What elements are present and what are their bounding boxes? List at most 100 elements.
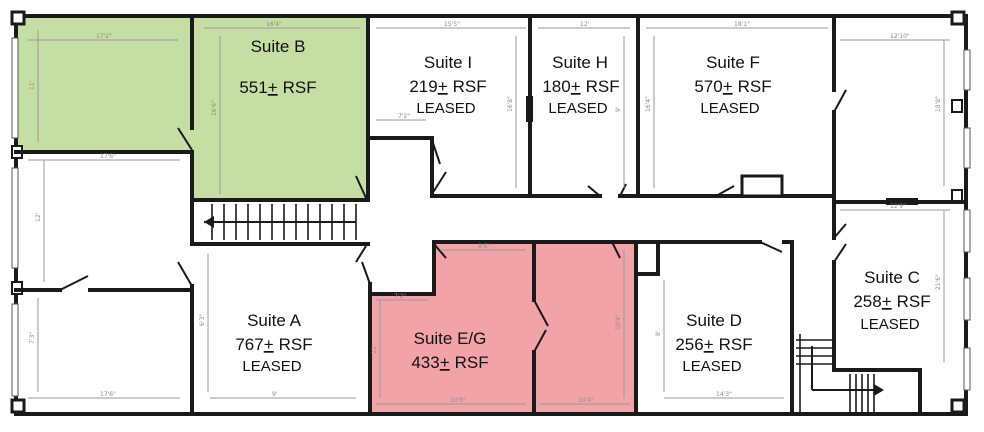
- column-right-mid1: [951, 99, 963, 113]
- suite-status: LEASED: [860, 316, 919, 333]
- corner-column-tr: [950, 10, 966, 26]
- dimension-label: 21'6": [935, 274, 942, 290]
- suite-f-label[interactable]: Suite F 570+RSF LEASED: [694, 53, 771, 117]
- dimension-label: 16'4": [645, 96, 652, 112]
- door[interactable]: [431, 171, 447, 195]
- dimension-label: 12'10": [890, 33, 910, 40]
- suite-b-label[interactable]: Suite B 551+RSF: [239, 37, 316, 97]
- door[interactable]: [433, 243, 447, 259]
- door[interactable]: [355, 245, 367, 263]
- suite-name: Suite E/G: [414, 329, 487, 348]
- dimension-label: 10'4": [578, 397, 594, 404]
- wall-block: [526, 96, 533, 122]
- dimension-label: 8'6": [478, 243, 490, 250]
- door[interactable]: [59, 275, 89, 291]
- dimension-label: 7'3": [29, 332, 36, 344]
- window-right-2: [963, 127, 971, 169]
- dimension-label: 12': [35, 212, 42, 222]
- dimension-label: 16'4": [266, 21, 282, 28]
- suite-i-label[interactable]: Suite I 219+RSF LEASED: [409, 53, 486, 117]
- suite-rsf: 256+RSF: [675, 335, 752, 354]
- dimension-label: 11': [371, 344, 378, 354]
- dimension-label: 6'3": [199, 314, 206, 326]
- suite-name: Suite C: [864, 268, 920, 287]
- dimension-label: 18'1": [734, 21, 750, 28]
- suite-rsf: 570+RSF: [694, 77, 771, 96]
- dimension-label: 10'5": [450, 397, 466, 404]
- suite-b-area-main[interactable]: [192, 18, 368, 200]
- suite-c-label[interactable]: Suite C 258+RSF LEASED: [853, 268, 930, 333]
- corner-column-bl: [10, 398, 26, 414]
- door[interactable]: [533, 329, 547, 353]
- suite-eg-label[interactable]: Suite E/G 433+RSF: [411, 329, 488, 372]
- dimension-label: 16'8": [507, 96, 514, 112]
- suite-rsf: 180+RSF: [542, 77, 619, 96]
- suite-h-label[interactable]: Suite H 180+RSF LEASED: [542, 53, 619, 117]
- dimension-label: 14'3": [716, 391, 732, 398]
- dimension-label: 7'2": [394, 293, 406, 300]
- wall-block: [886, 198, 918, 205]
- dimension-label: 17'6": [100, 153, 116, 160]
- window-right-3: [963, 209, 971, 253]
- suite-rsf: 767+RSF: [235, 335, 312, 354]
- door[interactable]: [715, 185, 735, 197]
- corner-column-tl: [10, 10, 26, 26]
- door[interactable]: [611, 241, 621, 259]
- window-right-4: [963, 277, 971, 321]
- door[interactable]: [833, 89, 847, 113]
- corner-column-br: [950, 398, 966, 414]
- door[interactable]: [587, 185, 601, 197]
- suite-name: Suite B: [251, 37, 306, 56]
- dimension-label: 11': [29, 80, 36, 90]
- suite-rsf: 551+RSF: [239, 78, 316, 97]
- suite-name: Suite I: [424, 53, 472, 72]
- dimension-label: 17'6": [100, 391, 116, 398]
- dimension-label: 15'5": [444, 21, 460, 28]
- shaft-box: [740, 174, 784, 198]
- dimension-label: 16'6": [211, 100, 218, 116]
- suite-status: LEASED: [548, 100, 607, 117]
- suite-name: Suite H: [552, 53, 608, 72]
- dimension-label: 8': [655, 330, 662, 336]
- dimension-label: 12': [580, 21, 590, 28]
- suite-status: LEASED: [242, 358, 301, 375]
- suite-d-label[interactable]: Suite D 256+RSF LEASED: [675, 311, 752, 375]
- window-right-1: [963, 49, 971, 91]
- dimension-labels: 17'2" 11' 16'4" 16'6" 15'5" 16'8" 7'2" 1…: [29, 21, 942, 404]
- window-left-1: [11, 37, 19, 139]
- door[interactable]: [619, 183, 627, 197]
- suite-a-label[interactable]: Suite A 767+RSF LEASED: [235, 311, 312, 375]
- dimension-label: 12'9": [890, 203, 906, 210]
- suite-eg-notch: [370, 242, 434, 294]
- suite-status: LEASED: [700, 100, 759, 117]
- dimension-lines: [28, 27, 950, 405]
- dimension-label: 9': [615, 106, 622, 112]
- stairs-east: [796, 334, 884, 412]
- window-right-5: [963, 347, 971, 391]
- door[interactable]: [177, 127, 193, 151]
- door[interactable]: [533, 299, 549, 327]
- suite-rsf: 219+RSF: [409, 77, 486, 96]
- suite-rsf: 433+RSF: [411, 353, 488, 372]
- door[interactable]: [833, 223, 847, 239]
- door[interactable]: [759, 241, 783, 253]
- dimension-label: 10'4": [615, 314, 622, 330]
- window-left-3: [11, 303, 19, 397]
- dimension-label: 7'2": [398, 113, 410, 120]
- suite-rsf: 258+RSF: [853, 292, 930, 311]
- door[interactable]: [431, 139, 441, 165]
- dimension-label: 18'8": [935, 96, 942, 112]
- window-left-2: [11, 167, 19, 269]
- door[interactable]: [177, 261, 193, 287]
- door[interactable]: [833, 243, 847, 263]
- dimension-label: 9': [272, 391, 278, 398]
- stairs-west: [204, 204, 357, 240]
- door[interactable]: [355, 175, 367, 199]
- dimension-label: 17'2": [96, 33, 112, 40]
- suite-name: Suite F: [706, 53, 760, 72]
- door[interactable]: [361, 261, 371, 285]
- suite-name: Suite A: [247, 311, 302, 330]
- suite-status: LEASED: [416, 100, 475, 117]
